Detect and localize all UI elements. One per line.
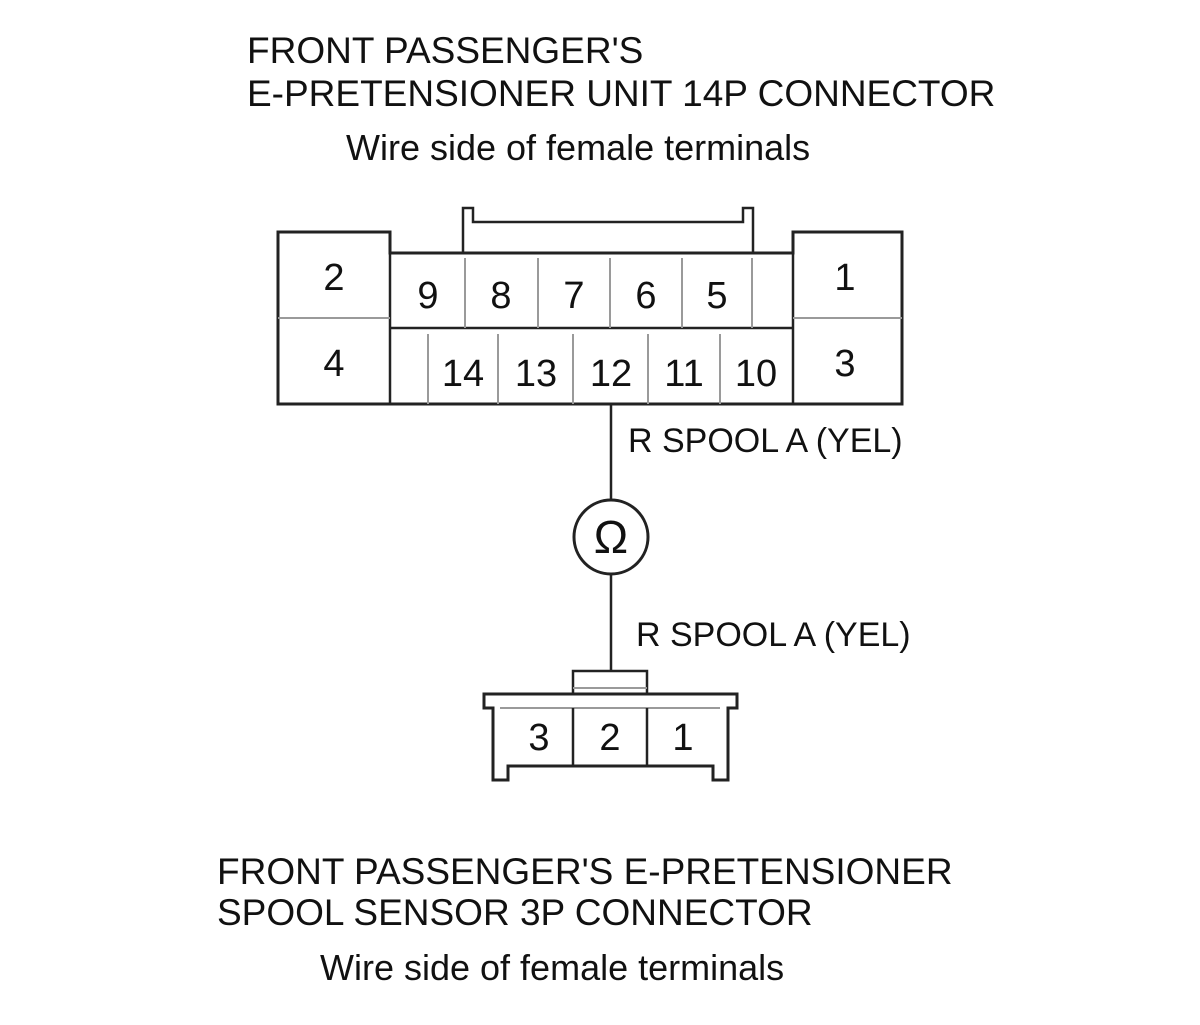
pin-3p-3: 3 <box>528 717 549 759</box>
pin-3p-2: 2 <box>599 717 620 759</box>
pin-14p-10: 10 <box>735 353 777 395</box>
pin-14p-2: 2 <box>323 257 344 299</box>
wire-upper-label: R SPOOL A (YEL) <box>628 422 903 460</box>
pin-14p-3: 3 <box>834 343 855 385</box>
pin-14p-13: 13 <box>515 353 557 395</box>
connector-3p <box>482 669 739 782</box>
pin-14p-14: 14 <box>442 353 484 395</box>
wire-lower-label: R SPOOL A (YEL) <box>636 616 911 654</box>
connector-3p-title-line1: FRONT PASSENGER'S E-PRETENSIONER <box>217 851 953 892</box>
pin-14p-5: 5 <box>706 275 727 317</box>
pin-14p-8: 8 <box>490 275 511 317</box>
connector-14p-title-line2: E-PRETENSIONER UNIT 14P CONNECTOR <box>247 73 995 114</box>
connector-14p-title-line1: FRONT PASSENGER'S <box>247 30 643 71</box>
connector-3p-body <box>482 692 739 782</box>
pin-14p-1: 1 <box>834 257 855 299</box>
ohm-symbol: Ω <box>594 511 628 563</box>
pin-3p-1: 1 <box>672 717 693 759</box>
pin-14p-11: 11 <box>664 353 703 395</box>
pin-14p-12: 12 <box>590 353 632 395</box>
connector-14p-subtitle: Wire side of female terminals <box>346 127 810 168</box>
lock-tab-3p <box>571 669 649 697</box>
connector-3p-subtitle: Wire side of female terminals <box>320 947 784 988</box>
connector-3p-title-line2: SPOOL SENSOR 3P CONNECTOR <box>217 892 813 933</box>
pin-14p-7: 7 <box>563 275 584 317</box>
pin-14p-4: 4 <box>323 343 344 385</box>
pin-14p-9: 9 <box>417 275 438 317</box>
connector-14p <box>276 206 904 406</box>
connector-14p-body <box>276 230 904 406</box>
lock-tab <box>461 206 755 253</box>
pin-14p-6: 6 <box>635 275 656 317</box>
ohmmeter-icon: Ω <box>572 498 650 576</box>
